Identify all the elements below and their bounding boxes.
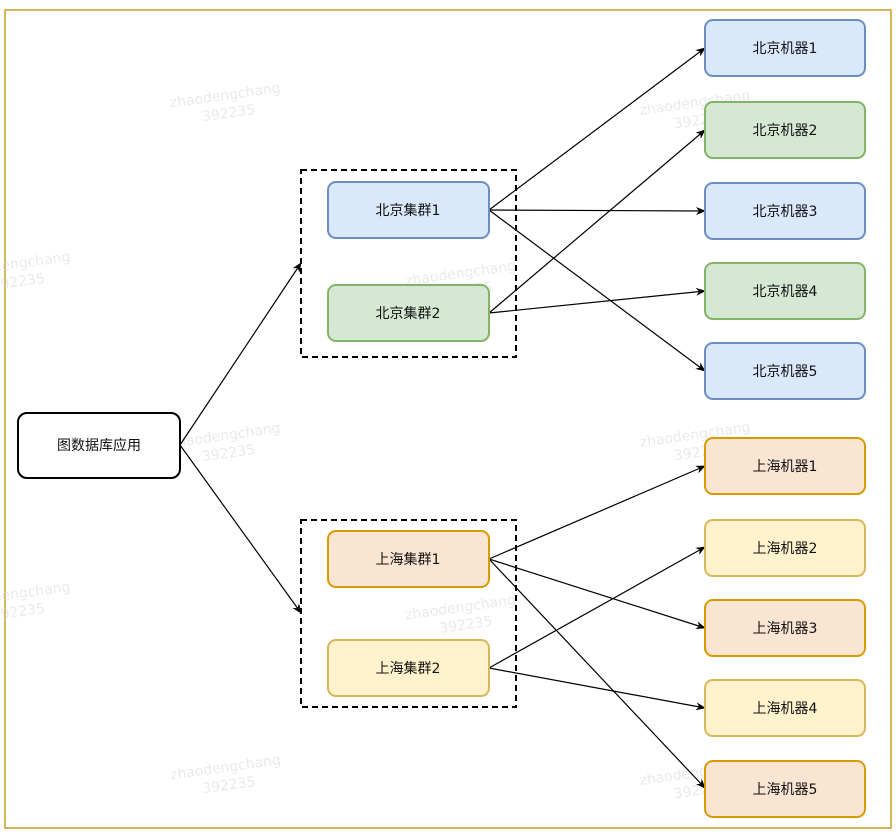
node-sh-machine-2[interactable]: 上海机器2 bbox=[704, 519, 866, 577]
node-bj-machine-1[interactable]: 北京机器1 bbox=[704, 19, 866, 77]
node-bj-machine-5[interactable]: 北京机器5 bbox=[704, 342, 866, 400]
node-label: 上海机器1 bbox=[753, 459, 818, 475]
node-label: 上海机器5 bbox=[753, 782, 818, 798]
edge-bjc1-to-bjm1 bbox=[488, 47, 706, 211]
node-bj-machine-4[interactable]: 北京机器4 bbox=[704, 262, 866, 320]
node-sh-machine-3[interactable]: 上海机器3 bbox=[704, 599, 866, 657]
node-label: 上海集群1 bbox=[376, 551, 441, 568]
node-sh-cluster-1[interactable]: 上海集群1 bbox=[327, 530, 490, 588]
edge-bjc1-to-bjm3 bbox=[488, 206, 706, 215]
edge-shc2-to-shm2 bbox=[488, 546, 706, 669]
watermark-text: 392235 bbox=[201, 102, 256, 125]
node-label: 北京机器1 bbox=[753, 41, 818, 57]
node-bj-machine-2[interactable]: 北京机器2 bbox=[704, 101, 866, 159]
node-sh-cluster-2[interactable]: 上海集群2 bbox=[327, 639, 490, 697]
node-label: 北京集群2 bbox=[376, 305, 441, 322]
node-bj-machine-3[interactable]: 北京机器3 bbox=[704, 182, 866, 240]
watermark-text: 392235 bbox=[201, 442, 256, 465]
node-label: 上海集群2 bbox=[376, 660, 441, 677]
node-sh-machine-1[interactable]: 上海机器1 bbox=[704, 437, 866, 495]
node-label: 北京集群1 bbox=[376, 202, 441, 219]
edge-app-to-bj-group bbox=[179, 262, 302, 446]
edge-bjc2-to-bjm4 bbox=[488, 287, 706, 314]
node-sh-machine-4[interactable]: 上海机器4 bbox=[704, 679, 866, 737]
edge-bjc2-to-bjm2 bbox=[488, 129, 706, 314]
edge-shc1-to-shm3 bbox=[488, 558, 706, 630]
edge-shc2-to-shm4 bbox=[488, 667, 706, 711]
edge-app-to-sh-group bbox=[179, 444, 302, 614]
node-label: 上海机器4 bbox=[753, 701, 818, 717]
node-label: 北京机器3 bbox=[753, 204, 818, 220]
watermark-text: 392235 bbox=[201, 774, 256, 797]
node-label: 上海机器2 bbox=[753, 541, 818, 557]
edge-shc1-to-shm5 bbox=[488, 558, 706, 789]
node-label: 图数据库应用 bbox=[57, 437, 141, 454]
watermark-text: 392235 bbox=[438, 614, 493, 637]
edge-bjc1-to-bjm5 bbox=[488, 209, 706, 372]
edges bbox=[179, 47, 706, 789]
node-label: 北京机器4 bbox=[753, 284, 818, 300]
node-label: 上海机器3 bbox=[753, 621, 818, 637]
node-bj-cluster-1[interactable]: 北京集群1 bbox=[327, 181, 490, 239]
node-label: 北京机器5 bbox=[753, 364, 818, 380]
node-bj-cluster-2[interactable]: 北京集群2 bbox=[327, 284, 490, 342]
node-sh-machine-5[interactable]: 上海机器5 bbox=[704, 760, 866, 818]
node-label: 北京机器2 bbox=[753, 123, 818, 139]
node-app[interactable]: 图数据库应用 bbox=[17, 412, 181, 479]
edge-shc1-to-shm1 bbox=[488, 465, 706, 560]
